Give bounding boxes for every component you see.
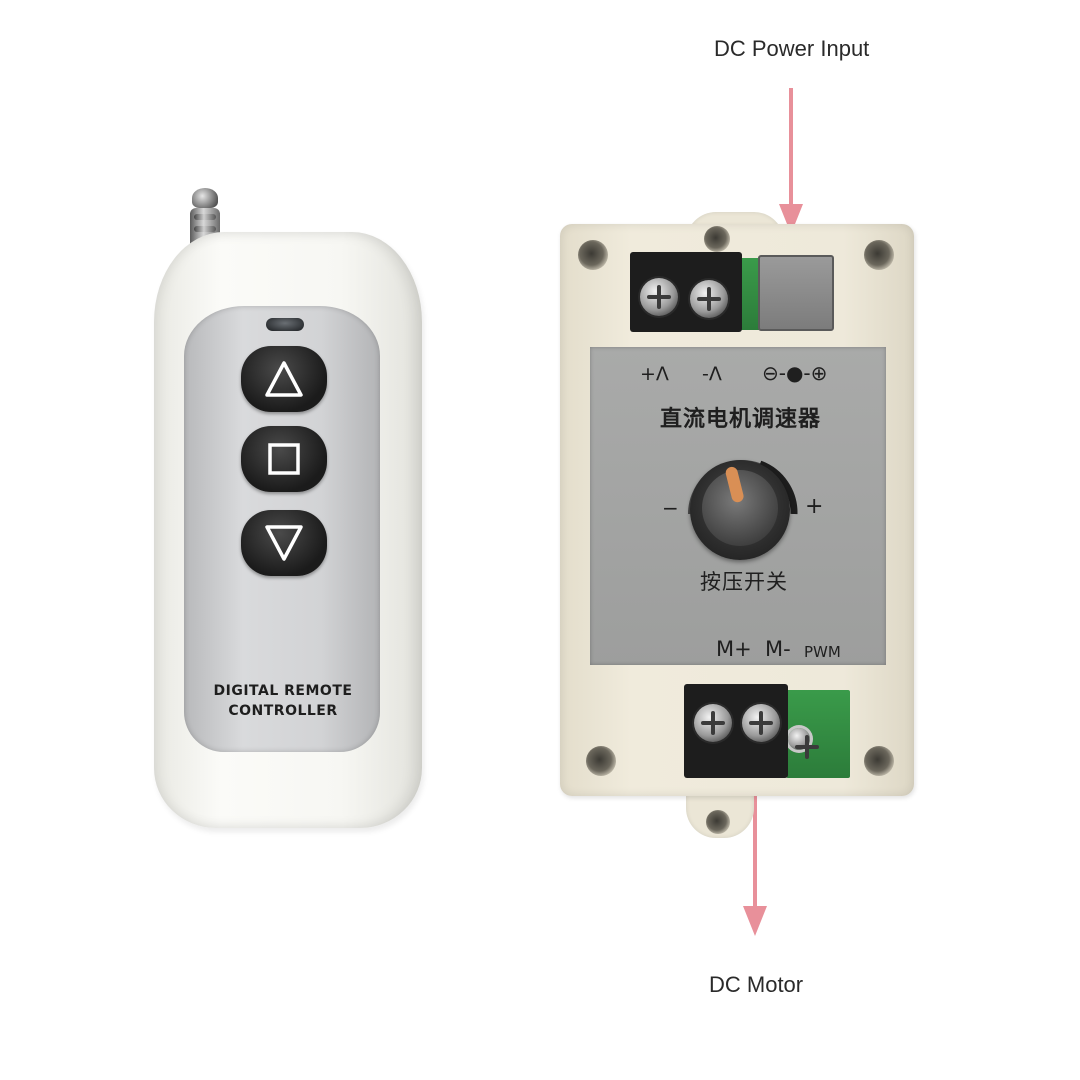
mount-hole-bottom-tab: [706, 810, 730, 834]
remote-label-line2: CONTROLLER: [228, 703, 338, 719]
motor-plus-label: M+: [716, 637, 752, 661]
remote-label-line1: DIGITAL REMOTE: [213, 683, 353, 699]
mount-hole-bottom-left: [586, 746, 616, 776]
motor-arrow-head: [743, 906, 767, 936]
motor-terminal-screw-2[interactable]: [742, 704, 780, 742]
dial-minus-label: −: [662, 496, 679, 520]
antenna-ring: [194, 226, 216, 232]
mount-hole-top-right: [864, 240, 894, 270]
power-terminal-screw-2[interactable]: [690, 280, 728, 318]
plus-terminal-label: +Λ: [640, 363, 669, 385]
power-input-arrow-shaft: [789, 88, 793, 208]
power-terminal-screw-1[interactable]: [640, 278, 678, 316]
down-triangle-icon: [265, 525, 303, 561]
mount-hole-top-tab: [704, 226, 730, 252]
minus-terminal-label: -Λ: [702, 363, 722, 385]
mount-hole-top-left: [578, 240, 608, 270]
motor-arrow-shaft: [753, 752, 757, 910]
antenna-ring: [194, 214, 216, 220]
motor-terminal-screw-1[interactable]: [694, 704, 732, 742]
controller-title: 直流电机调速器: [660, 407, 822, 432]
push-switch-label: 按压开关: [700, 570, 788, 594]
dc-power-input-label: DC Power Input: [714, 36, 870, 61]
pwm-label: PWM: [804, 643, 841, 661]
up-triangle-icon: [265, 361, 303, 397]
polarity-symbol: ⊖-●-⊕: [762, 361, 828, 385]
motor-minus-label: M-: [765, 637, 791, 661]
dc-motor-label: DC Motor: [709, 972, 804, 997]
remote-down-button[interactable]: [241, 510, 327, 576]
pairing-button[interactable]: [788, 728, 819, 750]
square-icon: [268, 443, 300, 475]
mount-hole-bottom-right: [864, 746, 894, 776]
antenna-cap: [192, 188, 218, 208]
dial-plus-label: +: [805, 494, 824, 519]
indicator-led: [266, 318, 304, 331]
remote-up-button[interactable]: [241, 346, 327, 412]
dc-power-jack[interactable]: [758, 255, 834, 331]
remote-stop-button[interactable]: [241, 426, 327, 492]
